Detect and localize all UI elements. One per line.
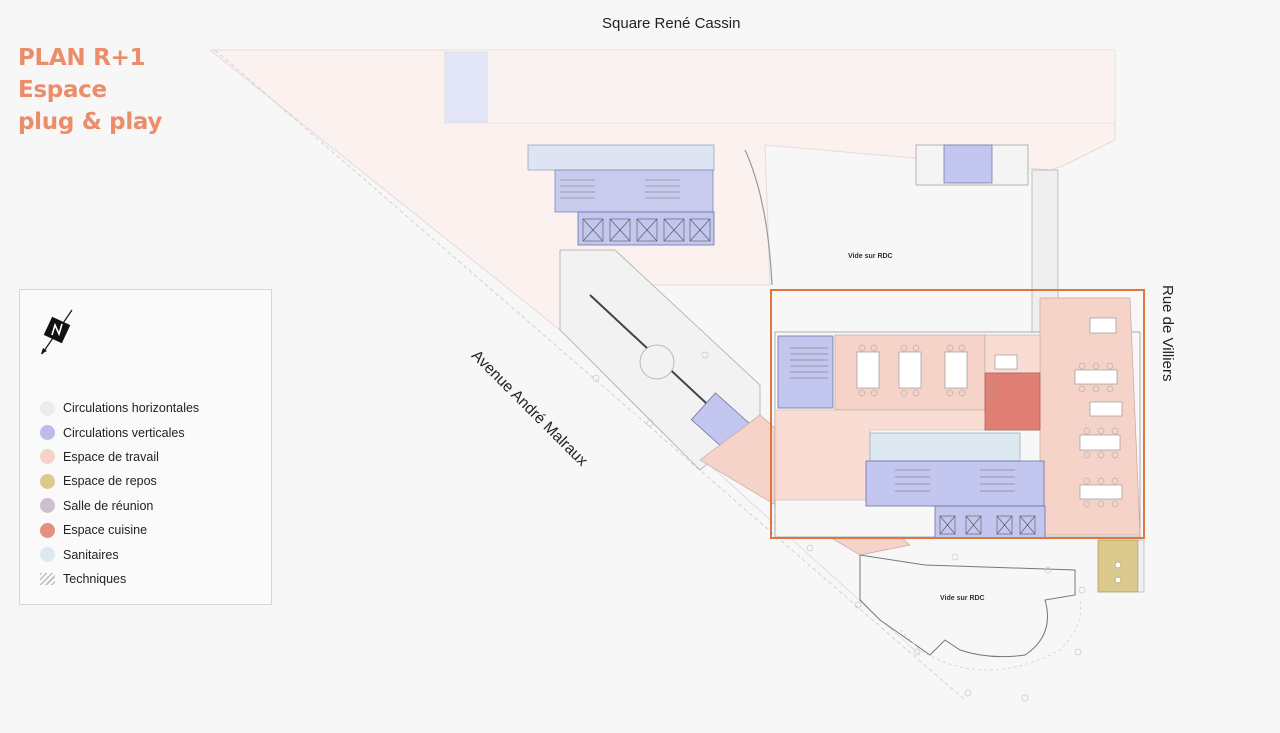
plan-title-line-3: plug & play — [18, 109, 163, 135]
legend-item-techniques: Techniques — [40, 567, 199, 591]
void-label-lower: Vide sur RDC — [940, 595, 985, 602]
legend-item-circulations-horizontales: Circulations horizontales — [40, 396, 199, 420]
central-lifts — [934, 505, 1046, 539]
legend-item-sanitaires: Sanitaires — [40, 542, 199, 566]
circle-swatch-icon — [40, 425, 55, 441]
legend-label: Espace de travail — [63, 449, 159, 464]
kitchen-area — [984, 372, 1041, 431]
curved-facade-left — [744, 149, 773, 286]
legend-item-espace-cuisine: Espace cuisine — [40, 518, 199, 542]
legend-label: Circulations horizontales — [63, 401, 200, 416]
street-label-right: Rue de Villiers — [1159, 285, 1176, 382]
legend-label: Techniques — [63, 571, 127, 586]
upper-right-stair — [943, 144, 993, 184]
plan-title: PLAN R+1 Espace plug & play — [18, 42, 162, 138]
circle-swatch-icon — [40, 449, 55, 465]
round-bay — [639, 344, 675, 380]
plan-title-line-1: PLAN R+1 — [18, 45, 146, 71]
lower-balcony — [859, 554, 1076, 658]
hatch-swatch-icon — [40, 572, 55, 585]
legend-item-espace-de-travail: Espace de travail — [40, 445, 199, 469]
plan-title-line-2: Espace — [18, 77, 107, 103]
street-label-top: Square René Cassin — [602, 15, 741, 32]
right-facade-lower — [1137, 539, 1145, 593]
building-top-band — [444, 49, 1116, 124]
legend-label: Sanitaires — [63, 547, 119, 562]
void-label-upper: Vide sur RDC — [848, 253, 893, 260]
circle-swatch-icon — [40, 522, 55, 538]
top-stair-blue — [444, 51, 488, 123]
legend-list: Circulations horizontales Circulations v… — [40, 396, 199, 591]
legend-item-salle-de-reunion: Salle de réunion — [40, 494, 199, 518]
sidewalk-line-outer — [214, 49, 966, 701]
circle-swatch-icon — [40, 400, 55, 416]
legend-item-espace-de-repos: Espace de repos — [40, 469, 199, 493]
sanitary-block — [869, 432, 1021, 462]
legend-label: Salle de réunion — [63, 498, 154, 513]
central-stairs — [865, 460, 1045, 507]
legend-label: Espace de repos — [63, 474, 157, 489]
legend-panel: Circulations horizontales Circulations v… — [19, 289, 272, 605]
legend-label: Circulations verticales — [63, 425, 185, 440]
plug-and-play-highlight-frame — [770, 289, 1145, 539]
north-compass-icon — [41, 309, 73, 355]
circle-swatch-icon — [40, 473, 55, 489]
circle-swatch-icon — [40, 498, 55, 514]
upper-core-stairs — [554, 169, 714, 213]
legend-label: Espace cuisine — [63, 523, 148, 538]
circle-swatch-icon — [40, 547, 55, 563]
legend-item-circulations-verticales: Circulations verticales — [40, 420, 199, 444]
upper-core-sanitary — [527, 144, 715, 171]
workspace-right — [1039, 297, 1141, 536]
